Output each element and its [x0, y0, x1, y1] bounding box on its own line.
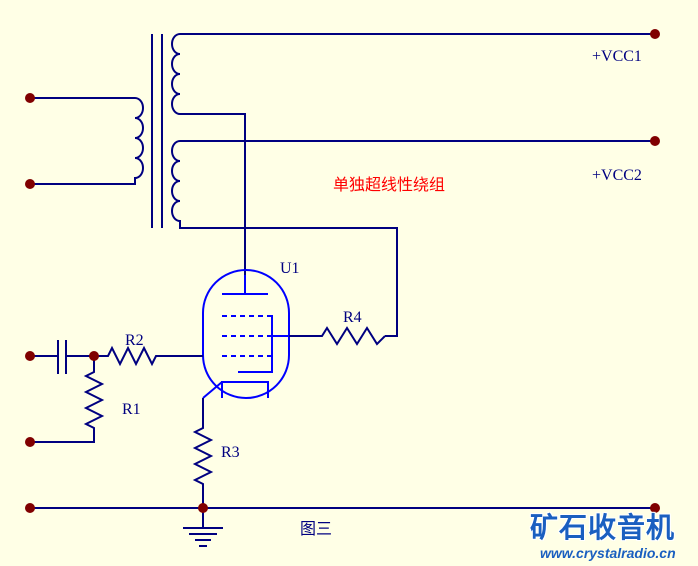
secondary-winding-1 — [171, 33, 655, 275]
junction-r1-r2 — [89, 351, 99, 361]
transformer — [30, 33, 655, 337]
terminal-primary-bottom — [25, 179, 35, 189]
label-vcc1: +VCC1 — [592, 48, 642, 65]
watermark-url: www.crystalradio.cn — [540, 545, 676, 561]
terminal-ground-left — [25, 503, 35, 513]
tube-envelope — [202, 269, 290, 399]
label-r1: R1 — [122, 401, 141, 418]
terminal-primary-top — [25, 93, 35, 103]
primary-winding — [30, 97, 144, 185]
terminal-vcc2 — [650, 136, 660, 146]
label-r2: R2 — [125, 332, 144, 349]
terminal-vcc1 — [650, 29, 660, 39]
label-u1: U1 — [280, 260, 300, 277]
resistor-r4 — [289, 326, 386, 346]
label-vcc2: +VCC2 — [592, 167, 642, 184]
tube-internal-lead — [238, 315, 273, 373]
tube-heater — [221, 381, 269, 398]
terminal-ground-right — [650, 503, 660, 513]
figure-caption: 图三 — [300, 519, 332, 538]
label-r3: R3 — [221, 444, 240, 461]
resistor-r1 — [30, 356, 105, 443]
resistor-r2 — [94, 345, 203, 367]
vacuum-tube-u1 — [202, 269, 290, 399]
resistor-r3 — [192, 398, 214, 508]
note-ultralinear-winding: 单独超线性绕组 — [333, 175, 445, 194]
terminal-r1 — [25, 437, 35, 447]
terminal-input — [25, 351, 35, 361]
tube-cathode-lead — [202, 381, 223, 399]
secondary-winding-2 — [171, 140, 655, 337]
label-r4: R4 — [343, 309, 362, 326]
watermark-logo: 矿石收音机 — [530, 511, 676, 544]
ground-icon — [183, 508, 223, 547]
junction-ground — [198, 503, 208, 513]
